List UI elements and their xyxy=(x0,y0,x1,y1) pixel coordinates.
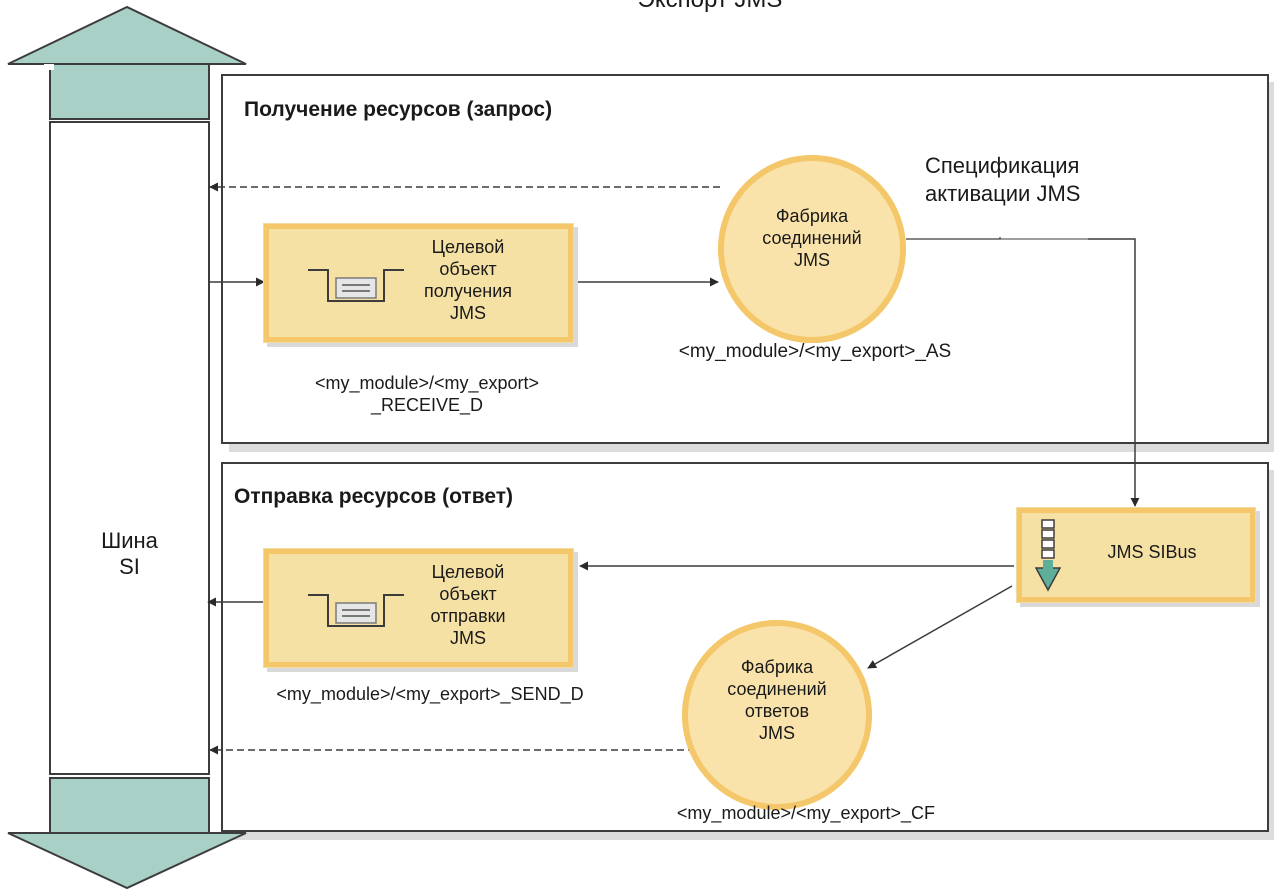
bus-up-arrow xyxy=(7,5,247,120)
sibus-label: JMS SIBus xyxy=(1107,542,1197,562)
queue-icon xyxy=(308,269,404,302)
bus-down-arrow xyxy=(7,777,247,890)
sibus-to-reply-factory xyxy=(867,585,1013,669)
diagram-title: Экспорт JMS xyxy=(500,0,920,14)
queue-icon xyxy=(308,594,404,627)
jms-connection-factory: Фабрика соединений JMS xyxy=(718,155,906,343)
jms-reply-connection-factory: Фабрика соединений ответов JMS xyxy=(682,620,872,810)
send-dest-label: Целевой объект отправки JMS xyxy=(430,562,506,648)
send-dest-name: <my_module>/<my_export>_SEND_D xyxy=(276,684,584,704)
jms-receive-destination: Целевой объект получения JMS xyxy=(263,223,574,343)
activation-spec-label: Спецификация активации JMS xyxy=(925,153,1081,206)
sibus-queue-icon xyxy=(1035,519,1061,592)
si-bus-label: Шина SI xyxy=(101,528,158,579)
send-section-title: Отправка ресурсов (ответ) xyxy=(234,485,514,508)
receive-factory-name: <my_module>/<my_export>_AS xyxy=(678,341,952,362)
jms-sibus: JMS SIBus xyxy=(1016,507,1256,603)
receive-dest-name: <my_module>/<my_export> _RECEIVE_D xyxy=(314,373,540,415)
reply-factory-name: <my_module>/<my_export>_CF xyxy=(676,803,936,823)
jms-send-destination: Целевой объект отправки JMS xyxy=(263,548,574,668)
receive-section-title: Получение ресурсов (запрос) xyxy=(244,98,553,121)
receive-dest-label: Целевой объект получения JMS xyxy=(424,237,512,323)
si-bus-column xyxy=(49,121,210,775)
